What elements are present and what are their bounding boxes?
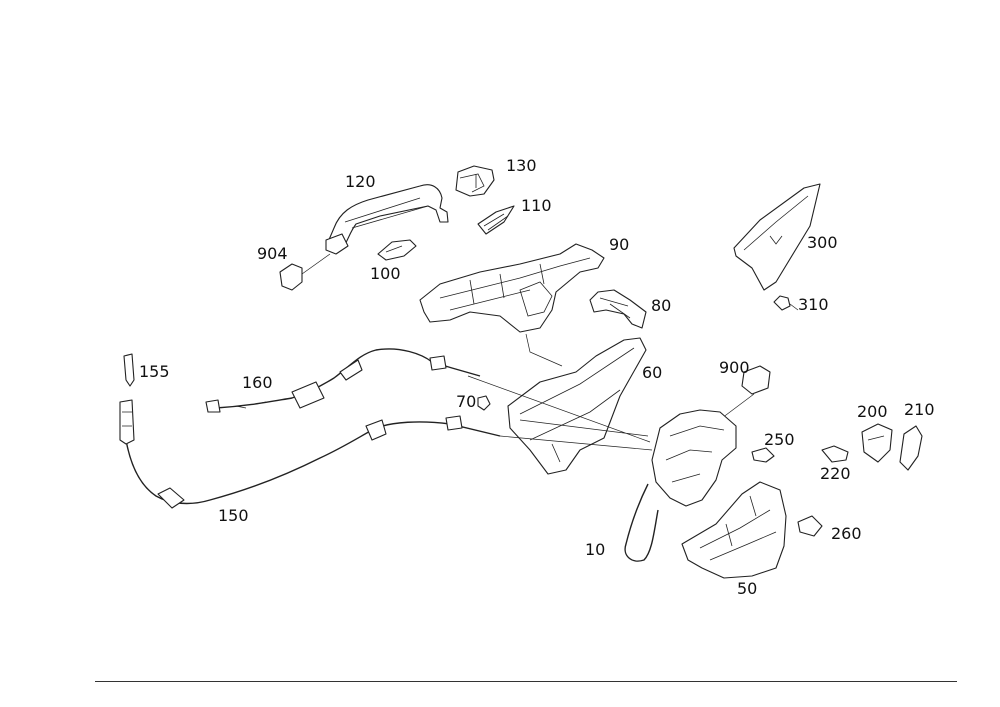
part-210-cover	[899, 425, 923, 471]
part-200-latch	[861, 423, 893, 463]
part-100-insert	[377, 239, 417, 261]
label-155: 155	[139, 362, 170, 381]
label-904: 904	[257, 244, 288, 263]
label-100: 100	[370, 264, 401, 283]
part-120-door-handle	[325, 184, 449, 255]
label-110: 110	[521, 196, 552, 215]
label-160: 160	[242, 373, 273, 392]
bottom-rule	[95, 681, 957, 682]
part-160-release-cable	[205, 348, 481, 413]
part-150-bowden-cable	[119, 399, 501, 509]
part-300-cover-panel	[733, 183, 821, 291]
part-70-screw	[477, 395, 491, 411]
part-310-clip	[773, 295, 799, 311]
label-310: 310	[798, 295, 829, 314]
label-260: 260	[831, 524, 862, 543]
part-260-screw	[797, 515, 823, 537]
part-130-cover-cap	[455, 165, 495, 197]
label-200: 200	[857, 402, 888, 421]
part-110-seal	[477, 205, 515, 235]
label-10: 10	[585, 540, 606, 559]
label-250: 250	[764, 430, 795, 449]
part-10-door-lock	[624, 409, 737, 562]
label-300: 300	[807, 233, 838, 252]
part-80-bracket	[589, 289, 647, 329]
label-210: 210	[904, 400, 935, 419]
label-60: 60	[642, 363, 663, 382]
part-250-screw	[751, 447, 775, 463]
part-90-handle-carrier	[419, 243, 605, 367]
label-50: 50	[737, 579, 758, 598]
label-80: 80	[651, 296, 672, 315]
label-220: 220	[820, 464, 851, 483]
part-50-lock-bracket	[681, 481, 787, 579]
label-120: 120	[345, 172, 376, 191]
label-130: 130	[506, 156, 537, 175]
label-900: 900	[719, 358, 750, 377]
part-904-bulb-holder	[279, 253, 331, 291]
part-155-plug	[123, 353, 135, 387]
label-150: 150	[218, 506, 249, 525]
part-220-screw	[821, 445, 849, 463]
label-90: 90	[609, 235, 630, 254]
part-60-door-module	[467, 337, 653, 475]
label-70: 70	[456, 392, 477, 411]
